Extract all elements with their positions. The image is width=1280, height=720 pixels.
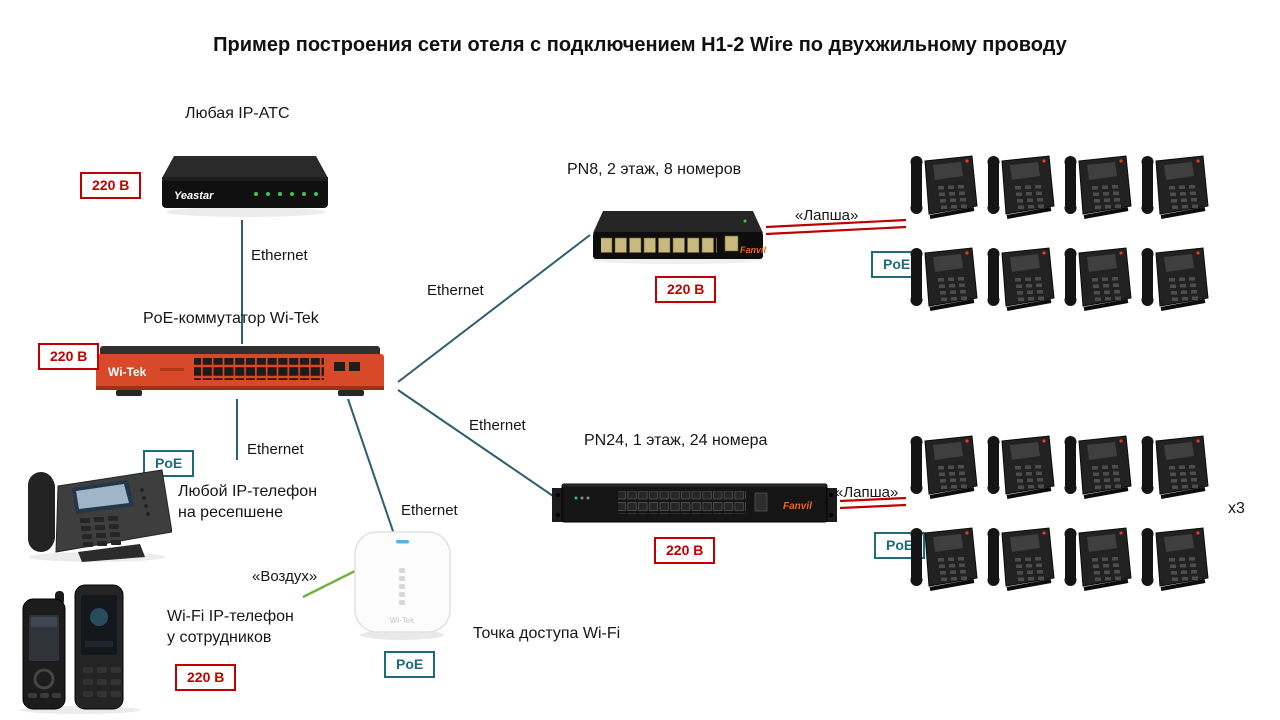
pbx-led-row: [254, 192, 318, 196]
pn8-switch-device: Fanvil: [585, 203, 770, 270]
wifi-phones-power-badge: 220 В: [175, 664, 237, 691]
guest-ip-phone: [1062, 238, 1139, 330]
core-switch-label: PoE-коммутатор Wi-Tek: [143, 310, 319, 327]
air-link-label: «Воздух»: [252, 568, 318, 585]
guest-ip-phone: [985, 146, 1062, 238]
pn8-power-badge: 220 В: [655, 276, 717, 303]
pbx-power-badge: 220 В: [80, 172, 142, 199]
access-point-device: Wi-Tek: [350, 530, 455, 647]
guest-ip-phone: [1139, 426, 1216, 518]
guest-ip-phone: [1062, 518, 1139, 610]
pn8-label: PN8, 2 этаж, 8 номеров: [567, 161, 742, 178]
wire-switch-pn24: [397, 389, 557, 499]
pn24-multiplier-label: x3: [1228, 500, 1245, 517]
reception-phone-device: [22, 452, 173, 569]
floor1-phone-grid: [908, 426, 1216, 610]
floor2-phone-grid: [908, 146, 1216, 330]
ethernet-label-pbx-switch: Ethernet: [251, 247, 308, 264]
diagram-title: Пример построения сети отеля с подключен…: [213, 34, 1067, 56]
guest-ip-phone: [1062, 146, 1139, 238]
reception-phone-keypad: [80, 516, 121, 547]
ethernet-label-switch-pn8: Ethernet: [427, 282, 484, 299]
guest-ip-phone: [985, 238, 1062, 330]
pbx-brand-logo: Yeastar: [174, 190, 214, 202]
wifi-handsets-device: [15, 583, 150, 720]
wire-lapsha-pn24-b: [839, 503, 907, 510]
pn24-power-badge: 220 В: [654, 537, 716, 564]
guest-ip-phone: [908, 426, 985, 518]
guest-ip-phone: [985, 518, 1062, 610]
wire-switch-pn8: [397, 234, 591, 383]
ip-pbx-device: Yeastar: [158, 148, 333, 225]
ap-poe-badge: PoE: [384, 651, 436, 678]
ethernet-label-switch-ap: Ethernet: [401, 502, 458, 519]
pn24-led-row: [574, 496, 590, 500]
ethernet-label-switch-reception: Ethernet: [247, 441, 304, 458]
pn24-label: PN24, 1 этаж, 24 номера: [584, 432, 768, 449]
guest-ip-phone: [985, 426, 1062, 518]
reception-phone-label: Любой IP-телефон на ресепшене: [178, 483, 318, 521]
core-switch-device: Wi-Tek: [94, 344, 386, 405]
wire-switch-ap: [347, 398, 397, 541]
core-switch-power-badge: 220 В: [38, 343, 100, 370]
pn8-port-block: [601, 236, 717, 253]
wire-lapsha-pn8-b: [765, 225, 907, 236]
ap-brand-logo: Wi-Tek: [390, 616, 415, 625]
guest-ip-phone: [908, 146, 985, 238]
wifi-phones-label: Wi-Fi IP-телефон у сотрудников: [167, 608, 294, 646]
guest-ip-phone: [908, 518, 985, 610]
guest-ip-phone: [908, 238, 985, 330]
guest-ip-phone: [1139, 146, 1216, 238]
ethernet-label-switch-pn24: Ethernet: [469, 417, 526, 434]
guest-ip-phone: [1139, 518, 1216, 610]
pn24-port-block: [618, 491, 746, 514]
core-switch-port-block: [194, 358, 324, 380]
lapsha-label-pn24: «Лапша»: [835, 484, 899, 501]
guest-ip-phone: [1139, 238, 1216, 330]
pbx-label: Любая IP-АТС: [185, 105, 290, 122]
pn24-switch-device: Fanvil: [552, 478, 837, 533]
pn8-brand-logo: Fanvil: [740, 245, 767, 255]
access-point-label: Точка доступа Wi-Fi: [473, 625, 621, 642]
pn24-brand-logo: Fanvil: [783, 501, 812, 512]
ap-status-led: [396, 540, 409, 544]
guest-ip-phone: [1062, 426, 1139, 518]
lapsha-label-pn8: «Лапша»: [795, 207, 859, 224]
core-switch-brand-logo: Wi-Tek: [108, 365, 147, 379]
